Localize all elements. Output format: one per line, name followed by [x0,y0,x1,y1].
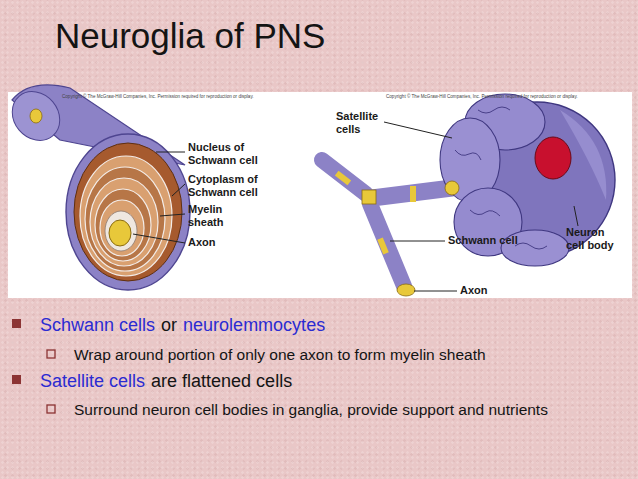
callout-label: Axon [460,284,488,297]
leader-lines [133,122,578,291]
text-line: Surround neuron cell bodies in ganglia, … [74,399,622,421]
sub-bullet-text: Wrap around portion of only one axon to … [74,344,486,366]
myelinated-axon-part [80,156,172,276]
myelinated-axon-part [66,134,190,290]
bullet-text: Satellite cells [40,369,145,394]
myelinated-axon-part [85,167,165,271]
bullet-markers-part [47,405,55,413]
sub-bullet-text: Surround neuron cell bodies in ganglia, … [74,399,548,421]
neuron-with-satellite-cells-part [335,171,351,186]
leader-lines-part [160,214,185,216]
copyright-note: Copyright © The McGraw-Hill Companies, I… [386,94,578,99]
myelinated-axon-part [100,200,144,256]
neuron-with-satellite-cells-part [397,284,415,296]
leader-lines-part [414,291,457,292]
myelinated-axon-part [105,211,137,251]
leader-lines-part [133,234,185,243]
leader-lines-part [172,184,185,196]
neuron-with-satellite-cells-part [535,137,571,179]
myelinated-axon-part [30,109,42,123]
neuron-with-satellite-cells-part [322,160,366,194]
myelinated-axon [2,82,190,290]
leader-lines-part [390,241,445,242]
bullet-markers-part [12,375,21,384]
text-line: Schwann cellsorneurolemmocytes [40,313,325,338]
bullet-text: are flattened cells [151,369,292,394]
callout-label: Schwann cell [448,234,518,247]
neuron-with-satellite-cells-part [410,186,416,202]
callout-label: Neuron cell body [566,226,624,251]
callout-label: Nucleus of Schwann cell [188,141,270,166]
leader-lines-part [574,206,578,226]
myelinated-axon-part [109,220,131,246]
leader-lines-part [384,122,452,138]
neuron-with-satellite-cells-part [455,107,547,249]
bullet-text: or [161,313,177,338]
text-line: Wrap around portion of only one axon to … [74,344,486,366]
callout-label: Cytoplasm of Schwann cell [188,173,270,198]
bullet-text: Schwann cells [40,313,155,338]
copyright-note: Copyright © The McGraw-Hill Companies, I… [62,94,254,99]
bullet-markers-part [12,319,21,328]
myelinated-axon-part [2,82,69,150]
bullet-markers-part [47,350,55,358]
callout-label: Axon [188,236,216,249]
myelinated-axon-part [74,143,182,281]
text-line: Satellite cellsare flattened cells [40,369,292,394]
slide-title: Neuroglia of PNS [55,16,325,56]
neuron-with-satellite-cells-part [370,204,404,286]
myelinated-axon-part [95,189,151,261]
neuron-with-satellite-cells-part [362,190,376,204]
leader-lines-part [156,152,185,153]
callout-label: Satellite cells [336,110,391,135]
myelinated-axon-part [90,178,158,266]
neuron-with-satellite-cells [322,94,615,296]
bullet-text: neurolemmocytes [183,313,325,338]
neuron-with-satellite-cells-part [445,181,459,195]
callout-label: Myelin sheath [188,203,238,228]
neuron-with-satellite-cells-part [377,237,389,254]
